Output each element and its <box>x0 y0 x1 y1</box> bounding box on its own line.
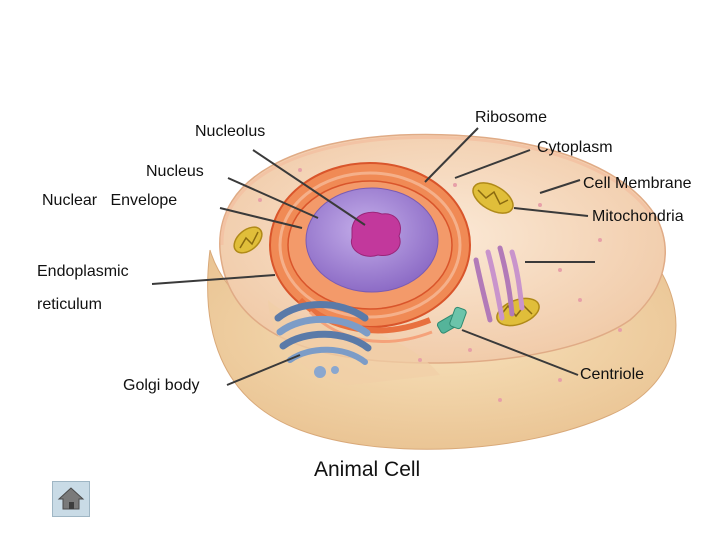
label-endoplasmic: Endoplasmic <box>37 263 129 280</box>
mitochondrion <box>233 226 263 254</box>
ribosomes <box>258 168 622 402</box>
label-ribosome: Ribosome <box>475 109 548 126</box>
leader-nuclear-envelope <box>219 207 303 229</box>
leader-nucleus <box>227 177 319 219</box>
leader-mitochondria <box>513 207 589 217</box>
label-golgi-body: Golgi body <box>123 377 200 394</box>
leader-lines <box>151 127 595 386</box>
leader-er <box>151 274 276 285</box>
leader-cell-membrane <box>539 179 581 194</box>
leader-ribosome <box>424 127 479 183</box>
label-nuclear-envelope: Nuclear Envelope <box>42 192 178 209</box>
mitochondrion <box>472 182 514 214</box>
centriole <box>436 306 467 334</box>
label-cell-membrane: Cell Membrane <box>583 175 692 192</box>
label-mitochondria: Mitochondria <box>592 208 684 225</box>
home-button[interactable] <box>52 481 90 517</box>
leader-cytoplasm <box>454 149 531 179</box>
label-reticulum: reticulum <box>37 296 102 313</box>
cell-membrane <box>220 135 654 246</box>
er-fold <box>278 171 462 319</box>
nucleolus <box>350 211 401 257</box>
label-nucleolus: Nucleolus <box>195 123 266 140</box>
golgi-apparatus <box>473 245 525 323</box>
leader-golgi <box>226 354 301 386</box>
label-nucleus: Nucleus <box>146 163 204 180</box>
home-icon <box>57 487 85 510</box>
label-cytoplasm: Cytoplasm <box>537 139 613 156</box>
mitochondrion <box>496 297 540 327</box>
leader-nucleolus <box>252 149 366 226</box>
diagram-caption: Animal Cell <box>314 458 421 481</box>
label-centriole: Centriole <box>580 366 645 383</box>
leader-centriole <box>461 329 579 376</box>
